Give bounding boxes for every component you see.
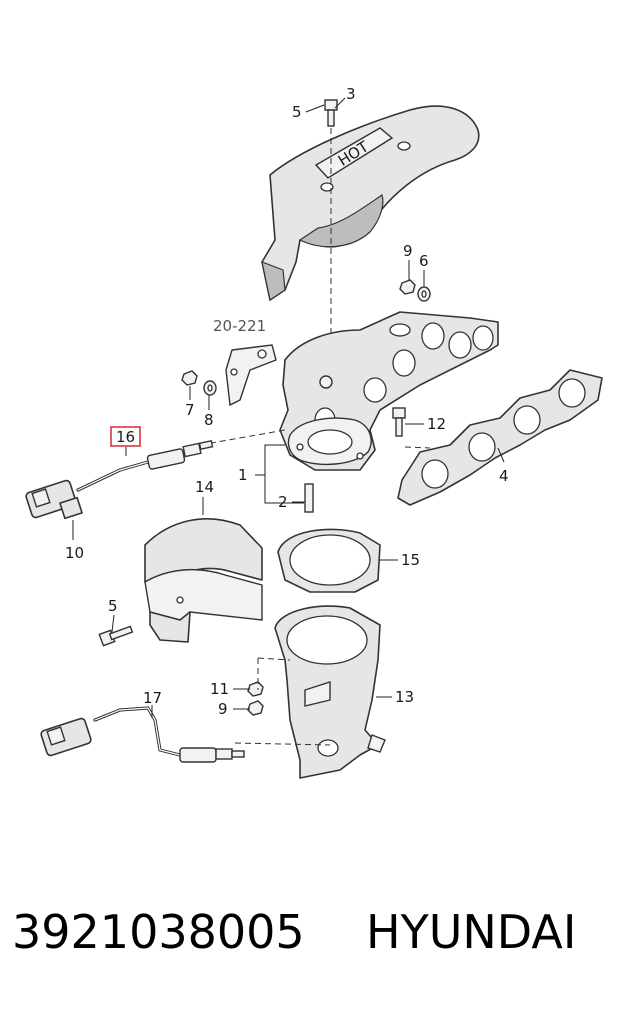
exhaust-manifold-diagram: HOT 20-221 [25, 85, 603, 779]
washer-6 [417, 286, 431, 302]
catalytic-converter [274, 605, 386, 779]
oxygen-sensor-upper [25, 439, 214, 520]
callout-10: 10 [65, 544, 84, 562]
callout-7: 7 [185, 401, 195, 419]
callout-16: 16 [116, 428, 135, 446]
callout-8: 8 [204, 411, 214, 429]
part-number: 3921038005 [12, 905, 305, 959]
washer-8 [203, 380, 217, 396]
heat-shield-upper [261, 105, 480, 301]
callout-3: 3 [346, 85, 356, 103]
leader-lines [72, 97, 505, 718]
nut-11 [247, 681, 264, 697]
callout-5-lower: 5 [108, 597, 118, 615]
bolt-5-lower [98, 625, 134, 647]
manifold-gasket [397, 369, 603, 506]
heat-shield-lower [144, 518, 263, 643]
nut-7 [181, 370, 198, 386]
exhaust-manifold [279, 311, 499, 471]
callout-12: 12 [427, 415, 446, 433]
bolt-12 [392, 407, 406, 437]
callout-4: 4 [499, 467, 509, 485]
callout-13: 13 [395, 688, 414, 706]
stud-2 [304, 483, 314, 513]
callout-2: 2 [278, 493, 288, 511]
bracket [225, 344, 277, 407]
brand-name: HYUNDAI [366, 905, 577, 959]
converter-gasket [277, 528, 381, 593]
bolt-5-top [324, 99, 338, 127]
oxygen-sensor-lower [40, 706, 245, 763]
callout-17: 17 [143, 689, 162, 707]
callout-6: 6 [419, 252, 429, 270]
callout-14: 14 [195, 478, 214, 496]
callout-11: 11 [210, 680, 229, 698]
footer: 3921038005 HYUNDAI [0, 905, 620, 975]
nut-9-lower [247, 700, 264, 716]
callout-9-lower: 9 [218, 700, 228, 718]
reference-label: 20-221 [213, 317, 266, 335]
callout-15: 15 [401, 551, 420, 569]
nut-9-top [399, 279, 416, 295]
callout-5-top: 5 [292, 103, 302, 121]
callout-9-top: 9 [403, 242, 413, 260]
callout-1: 1 [238, 466, 248, 484]
highlight-box [110, 426, 141, 447]
